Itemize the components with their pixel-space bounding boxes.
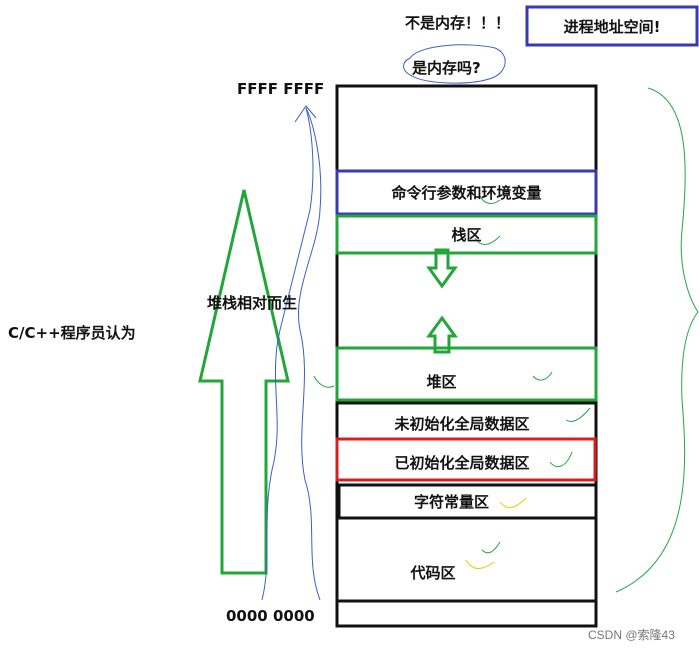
memory-outer-box [335, 84, 598, 628]
stack-box [335, 214, 598, 255]
hand-line-1 [261, 107, 314, 601]
right-brace [615, 87, 699, 593]
check-heap [532, 371, 553, 381]
is-memory-label: 是内存吗? [412, 59, 481, 77]
check-rodata-yellow [499, 497, 527, 508]
address-high: FFFF FFFF [237, 80, 325, 98]
check-text-yellow [465, 559, 495, 569]
segment-text: 代码区 [410, 563, 456, 582]
check-text [481, 541, 501, 554]
check-stack [474, 235, 501, 245]
not-memory-label: 不是内存！！！ [405, 14, 511, 32]
text-box [335, 516, 598, 603]
segment-data: 已初始化全局数据区 [394, 453, 530, 472]
hand-line-2 [298, 107, 322, 601]
stack-down-arrow [426, 248, 458, 289]
data-box [335, 437, 597, 482]
segment-stack: 栈区 [451, 226, 482, 244]
heap-box [335, 346, 598, 402]
segment-bss: 未初始化全局数据区 [394, 414, 530, 433]
segment-heap: 堆区 [426, 372, 457, 391]
check-cmdline [479, 195, 501, 204]
check-data [549, 451, 573, 468]
process-space-box [525, 5, 699, 47]
check-left [313, 375, 335, 388]
hand-ellipse [403, 44, 506, 84]
watermark: CSDN @索隆43 [588, 628, 675, 642]
cpp-programmer-label: C/C++程序员认为 [8, 324, 136, 342]
segment-rodata: 字符常量区 [413, 493, 489, 511]
check-bss [565, 407, 591, 422]
address-low: 0000 0000 [226, 607, 315, 625]
segment-cmdline-env: 命令行参数和环境变量 [391, 184, 542, 202]
arrow-label: 堆栈相对而生 [207, 294, 298, 312]
process-space-label: 进程地址空间! [563, 17, 661, 36]
heap-up-arrow [426, 315, 458, 354]
hand-arrowhead [294, 105, 317, 123]
cmdline-env-box [335, 169, 598, 216]
big-up-arrow [198, 189, 290, 575]
